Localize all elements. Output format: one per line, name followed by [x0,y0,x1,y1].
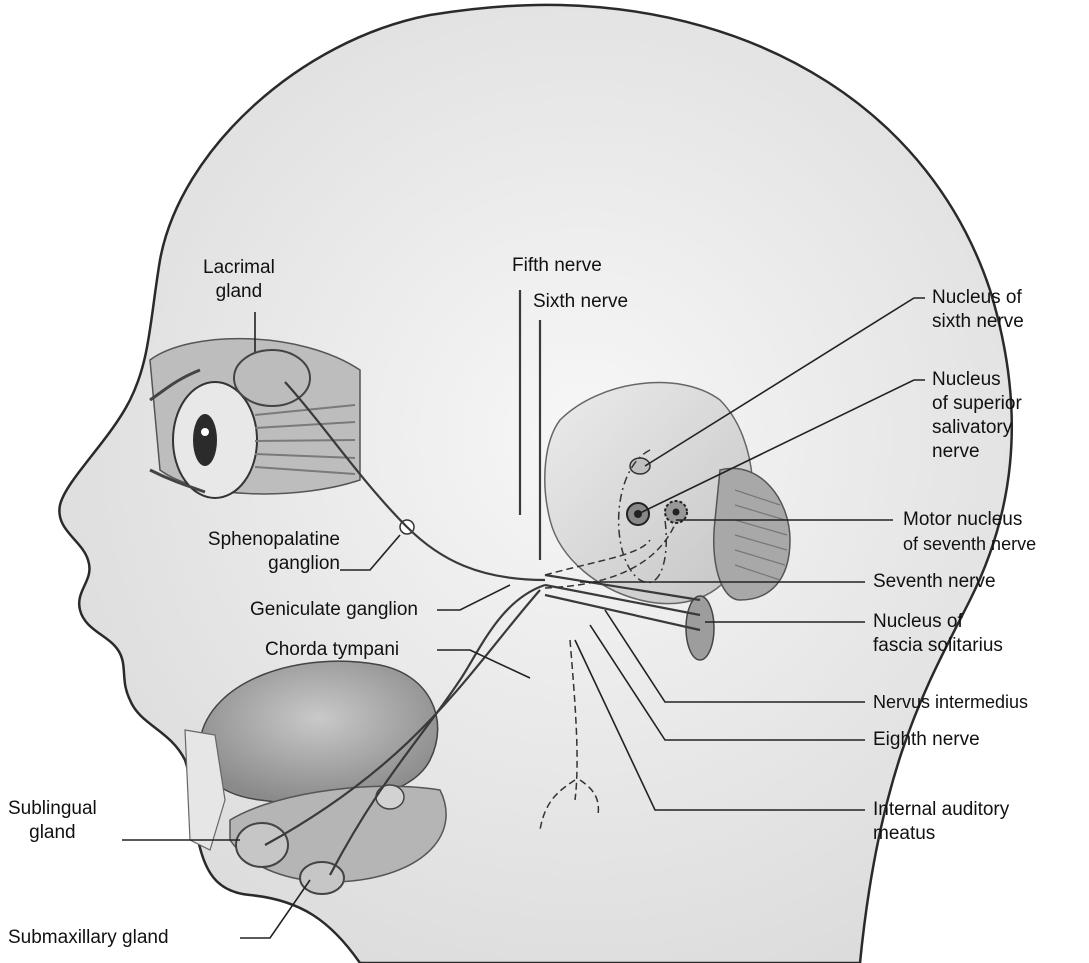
submaxillary-gland-shape [300,862,344,894]
label-lacrimal-gland: Lacrimal gland [203,256,275,304]
label-nucleus-superior-salivatory: Nucleus of superior salivatory nerve [932,368,1022,464]
label-fifth-nerve: Fifth nerve [512,254,602,278]
label-nervus-intermedius: Nervus intermedius [873,690,1028,714]
label-eighth-nerve: Eighth nerve [873,728,980,752]
label-submaxillary-gland: Submaxillary gland [8,926,169,950]
submandibular-ganglion-shape [376,785,404,809]
label-nucleus-fascia-solitarius: Nucleus of fascia solitarius [873,610,1003,658]
label-internal-auditory-meatus: Internal auditory meatus [873,798,1009,846]
label-sublingual-gland: Sublingual gland [8,797,97,845]
label-motor-nucleus-seventh-nerve: Motor nucleus of seventh nerve [903,508,1036,556]
label-sixth-nerve: Sixth nerve [533,290,628,314]
label-nucleus-sixth-nerve: Nucleus of sixth nerve [932,286,1024,334]
label-geniculate-ganglion: Geniculate ganglion [250,598,418,622]
label-seventh-nerve: Seventh nerve [873,570,996,594]
label-sphenopalatine-ganglion: Sphenopalatine ganglion [175,528,340,576]
label-chorda-tympani: Chorda tympani [265,638,399,662]
sublingual-gland-shape [236,823,288,867]
